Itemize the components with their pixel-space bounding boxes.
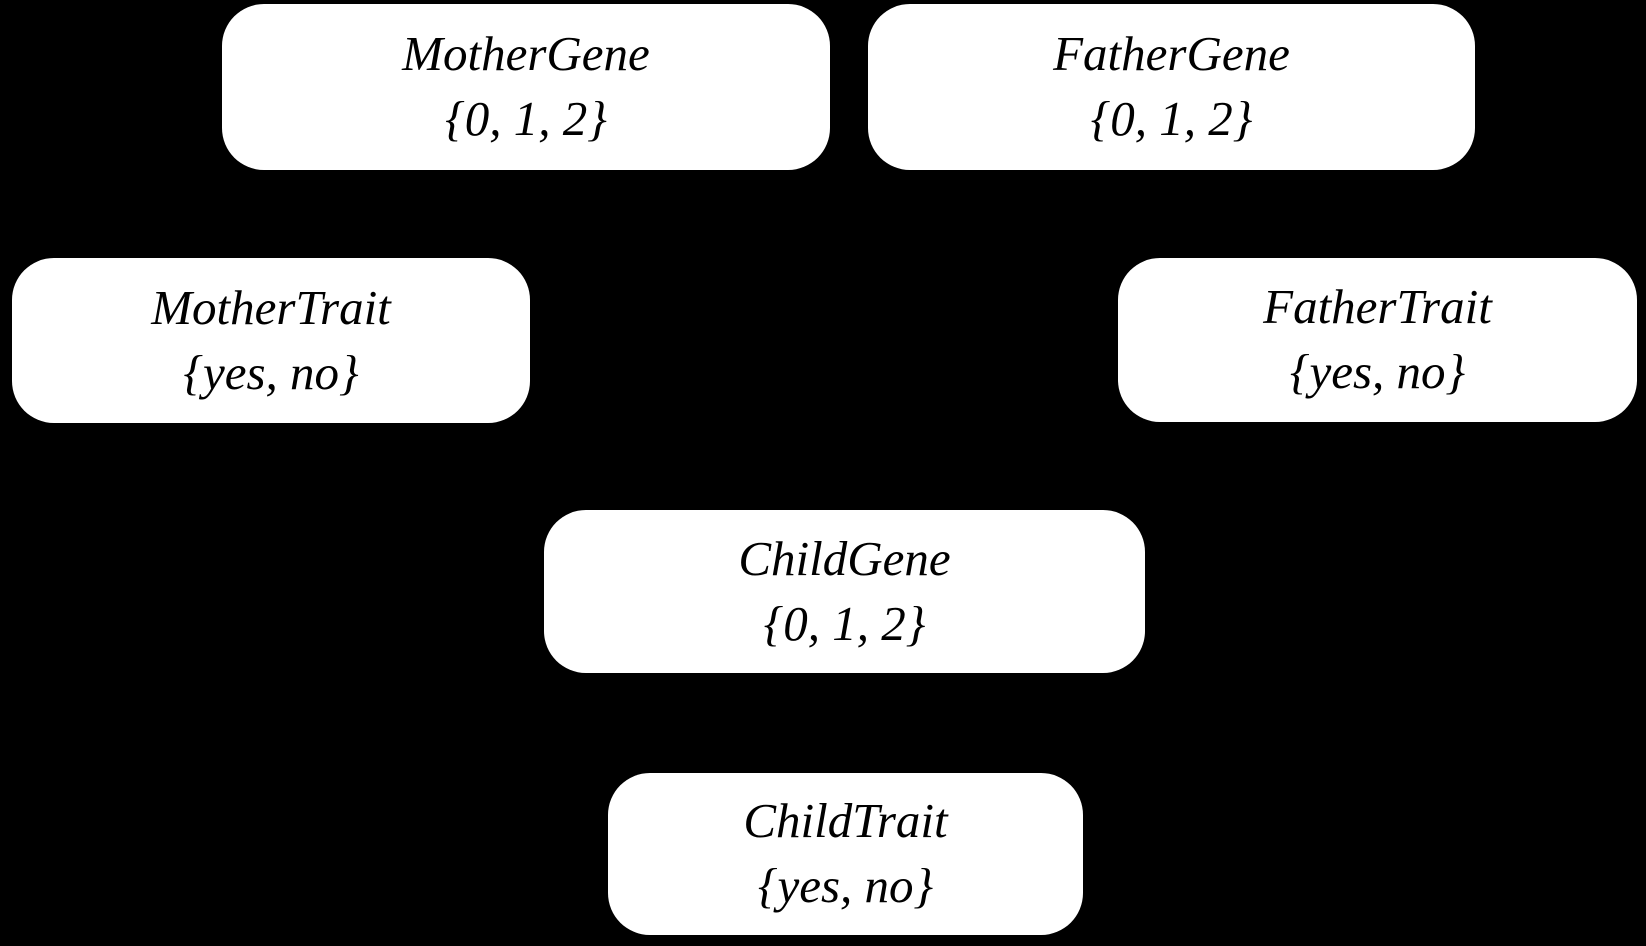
node-title: ChildTrait (743, 793, 948, 849)
node-child-gene: ChildGene {0, 1, 2} (544, 510, 1145, 673)
node-father-gene: FatherGene {0, 1, 2} (868, 4, 1475, 170)
node-child-trait: ChildTrait {yes, no} (608, 773, 1083, 935)
node-title: MotherTrait (151, 279, 391, 335)
node-domain: {0, 1, 2} (1090, 91, 1253, 146)
node-title: ChildGene (738, 530, 951, 586)
node-title: FatherTrait (1263, 279, 1492, 335)
node-domain: {0, 1, 2} (445, 91, 607, 146)
node-domain: {yes, no} (757, 858, 934, 913)
node-title: FatherGene (1053, 26, 1290, 82)
node-domain: {yes, no} (183, 344, 359, 400)
node-domain: {0, 1, 2} (763, 595, 926, 651)
node-father-trait: FatherTrait {yes, no} (1118, 258, 1637, 422)
node-mother-gene: MotherGene {0, 1, 2} (222, 4, 830, 170)
node-domain: {yes, no} (1289, 344, 1466, 399)
node-title: MotherGene (402, 26, 650, 82)
node-mother-trait: MotherTrait {yes, no} (12, 258, 530, 423)
